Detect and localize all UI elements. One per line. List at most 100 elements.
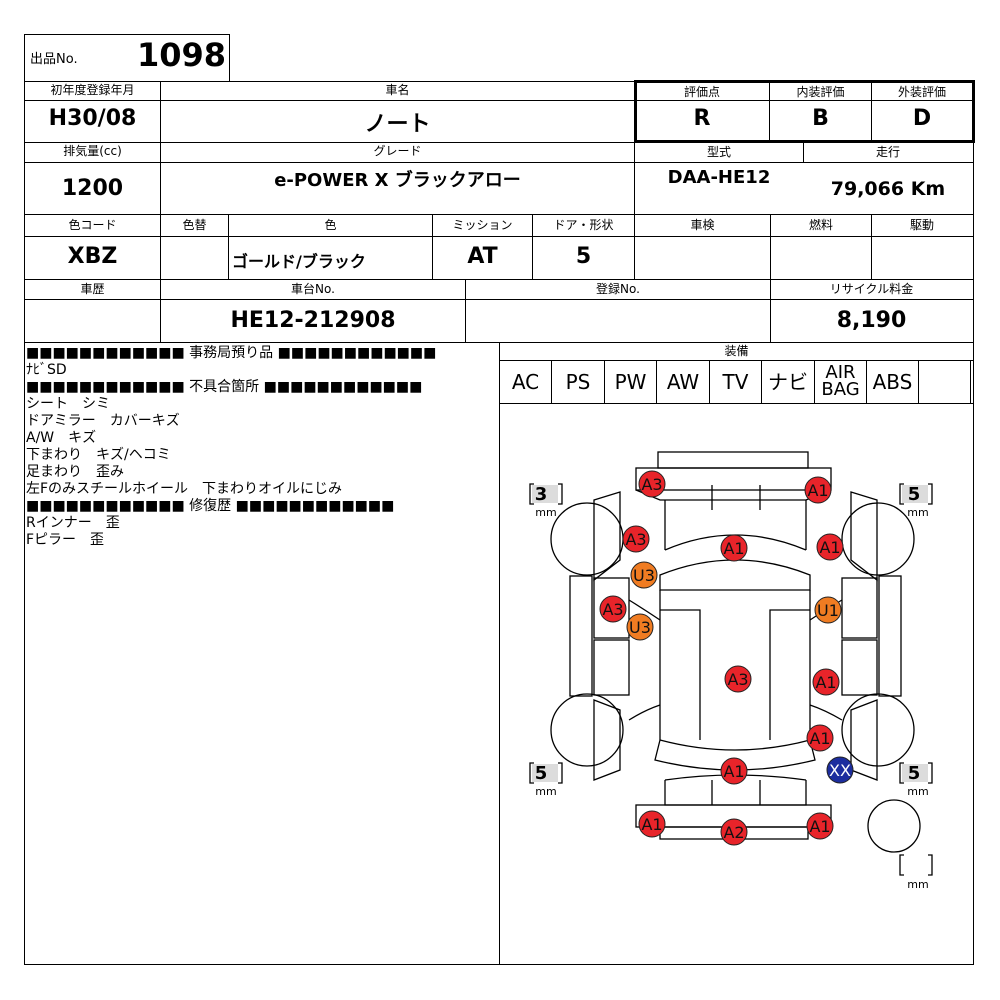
damage-mark-code: XX bbox=[829, 761, 851, 780]
defect-item: 足まわり 歪み bbox=[26, 464, 124, 480]
lot-number: 1098 bbox=[136, 36, 226, 74]
equip-ac: AC bbox=[511, 370, 540, 394]
office-items-header: ■■■■■■■■■■■■ 事務局預り品 ■■■■■■■■■■■■ bbox=[26, 345, 437, 361]
lot-label: 出品No. bbox=[30, 52, 78, 67]
label-model-type: 型式 bbox=[706, 145, 731, 159]
damage-mark: A1 bbox=[816, 533, 844, 561]
value-exterior: D bbox=[912, 106, 932, 131]
equip-aw: AW bbox=[666, 370, 700, 394]
defect-item: 左Fのみスチールホイール 下まわりオイルにじみ bbox=[26, 481, 343, 497]
defect-header: ■■■■■■■■■■■■ 不具合箇所 ■■■■■■■■■■■■ bbox=[26, 379, 423, 395]
equip-airbag: AIR BAG bbox=[821, 362, 860, 400]
tire-depth-rl: 5 bbox=[535, 763, 548, 784]
damage-mark: A1 bbox=[638, 810, 666, 838]
damage-mark: A3 bbox=[724, 665, 752, 693]
damage-mark: U3 bbox=[630, 561, 658, 589]
tire-depth-rr: 5 bbox=[908, 763, 921, 784]
damage-mark-code: U3 bbox=[629, 618, 651, 637]
value-score: R bbox=[693, 106, 711, 131]
equip-ps: PS bbox=[565, 370, 591, 394]
damage-mark: A1 bbox=[720, 534, 748, 562]
tire-unit: mm bbox=[535, 785, 556, 798]
damage-mark: A2 bbox=[720, 818, 748, 846]
label-score: 評価点 bbox=[683, 85, 720, 99]
damage-mark-code: A1 bbox=[809, 817, 830, 836]
defect-item: A/W キズ bbox=[26, 430, 97, 446]
label-color: 色 bbox=[324, 218, 337, 232]
value-color: ゴールド/ブラック bbox=[232, 252, 366, 271]
label-mission: ミッション bbox=[452, 218, 513, 232]
equip-abs: ABS bbox=[872, 370, 913, 394]
damage-mark: A3 bbox=[638, 470, 666, 498]
damage-mark: A1 bbox=[720, 757, 748, 785]
repair-header: ■■■■■■■■■■■■ 修復歴 ■■■■■■■■■■■■ bbox=[26, 498, 395, 514]
label-fuel: 燃料 bbox=[808, 218, 833, 232]
label-first-reg: 初年度登録年月 bbox=[50, 83, 135, 97]
equip-pw: PW bbox=[614, 370, 647, 394]
label-displacement: 排気量(cc) bbox=[63, 144, 122, 158]
damage-mark: U3 bbox=[626, 613, 654, 641]
damage-mark-code: A1 bbox=[819, 538, 840, 557]
damage-mark-code: A1 bbox=[641, 815, 662, 834]
equip-tv: TV bbox=[722, 370, 749, 394]
value-chassis: HE12-212908 bbox=[230, 308, 396, 333]
value-color-code: XBZ bbox=[67, 244, 118, 269]
value-displacement: 1200 bbox=[61, 176, 124, 201]
damage-mark: A3 bbox=[599, 595, 627, 623]
damage-mark-code: U3 bbox=[633, 566, 655, 585]
office-item: ﾅﾋﾞSD bbox=[26, 362, 67, 378]
label-mileage: 走行 bbox=[875, 145, 900, 159]
damage-mark-code: A1 bbox=[809, 729, 830, 748]
defect-item: ドアミラー カバーキズ bbox=[26, 413, 180, 429]
spare-tire-icon bbox=[867, 799, 921, 853]
label-doors: ドア・形状 bbox=[553, 218, 614, 232]
damage-mark-code: A3 bbox=[625, 530, 646, 549]
label-registration: 登録No. bbox=[596, 282, 640, 296]
damage-mark: A1 bbox=[806, 812, 834, 840]
defect-item: シート シミ bbox=[26, 396, 110, 412]
damage-mark: A1 bbox=[806, 724, 834, 752]
value-first-reg: H30/08 bbox=[48, 106, 137, 131]
defect-item: 下まわり キズ/ヘコミ bbox=[26, 447, 171, 463]
damage-mark-code: A3 bbox=[727, 670, 748, 689]
damage-mark-code: A3 bbox=[602, 600, 623, 619]
tire-depth-fr: 5 bbox=[908, 484, 921, 505]
label-color-change: 色替 bbox=[182, 218, 207, 232]
label-exterior: 外装評価 bbox=[897, 85, 946, 99]
damage-mark-code: A1 bbox=[723, 539, 744, 558]
damage-mark: U1 bbox=[814, 596, 842, 624]
tire-unit: mm bbox=[907, 506, 928, 519]
damage-mark: A1 bbox=[812, 668, 840, 696]
tire-depth-fl: 3 bbox=[535, 484, 548, 505]
damage-mark: XX bbox=[826, 756, 854, 784]
value-mission: AT bbox=[467, 244, 498, 269]
label-recycle: リサイクル料金 bbox=[829, 282, 914, 296]
damage-mark: A1 bbox=[804, 476, 832, 504]
value-interior: B bbox=[812, 106, 829, 131]
label-grade: グレード bbox=[373, 144, 422, 158]
value-mileage: 79,066 Km bbox=[830, 178, 946, 200]
equipment-label: 装備 bbox=[724, 344, 749, 358]
value-model-type: DAA-HE12 bbox=[667, 167, 771, 188]
label-interior: 内装評価 bbox=[796, 85, 845, 99]
damage-mark-code: A1 bbox=[807, 481, 828, 500]
value-doors: 5 bbox=[575, 244, 592, 269]
value-recycle: 8,190 bbox=[836, 308, 907, 333]
label-drive: 駆動 bbox=[909, 218, 934, 232]
damage-mark-code: A1 bbox=[723, 762, 744, 781]
label-car-name: 車名 bbox=[385, 83, 410, 97]
damage-mark: A3 bbox=[622, 525, 650, 553]
damage-mark-code: A1 bbox=[815, 673, 836, 692]
repair-item: Fピラー 歪 bbox=[26, 532, 105, 548]
equip-navi: ナビ bbox=[768, 370, 808, 394]
damage-mark-code: A3 bbox=[641, 475, 662, 494]
label-history: 車歴 bbox=[80, 282, 105, 296]
damage-mark-code: A2 bbox=[723, 823, 744, 842]
damage-mark-code: U1 bbox=[817, 601, 839, 620]
repair-item: Rインナー 歪 bbox=[26, 515, 120, 531]
tire-unit: mm bbox=[535, 506, 556, 519]
label-chassis: 車台No. bbox=[291, 282, 335, 296]
tire-unit: mm bbox=[907, 785, 928, 798]
